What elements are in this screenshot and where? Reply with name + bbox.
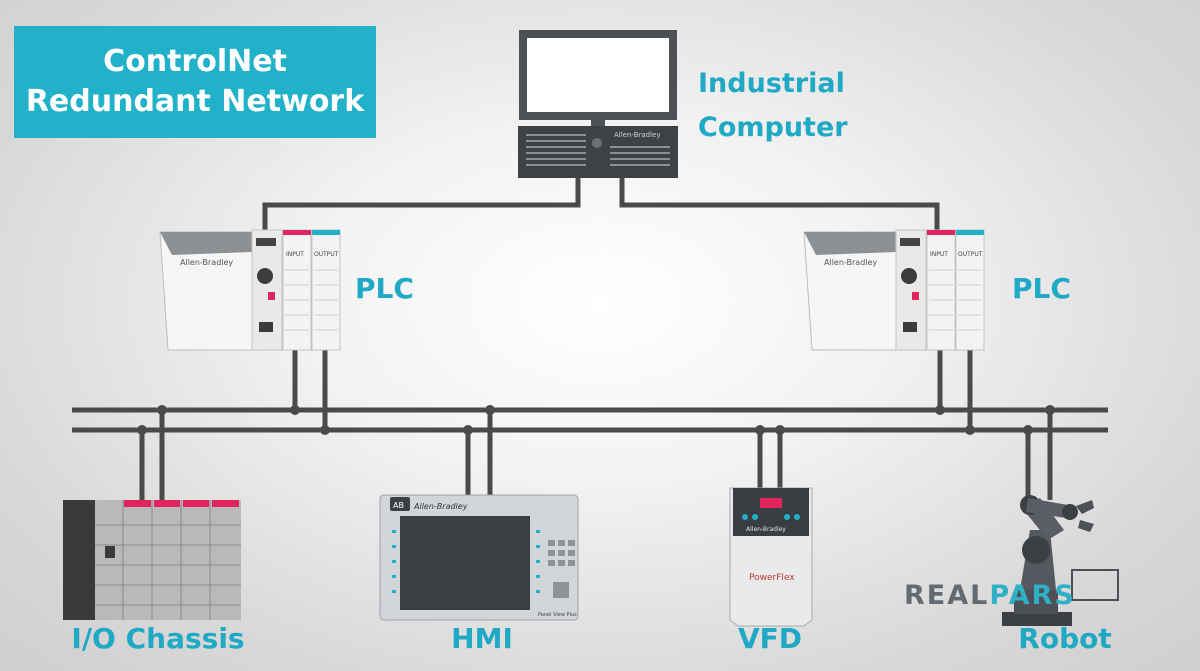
watermark-logo: REALPARS	[904, 580, 1076, 611]
watermark-part-2: PARS	[989, 580, 1076, 611]
junction-dots	[137, 405, 1055, 435]
industrial-computer-label: Industrial Computer	[698, 62, 848, 150]
vfd-brand: Allen-Bradley	[746, 526, 786, 533]
industrial-computer: Allen-Bradley	[518, 30, 678, 178]
plc-right-brand: Allen-Bradley	[824, 258, 877, 267]
plc-left-label: PLC	[355, 272, 414, 305]
vfd-label: VFD	[737, 622, 803, 655]
vfd-drive: Allen-Bradley PowerFlex	[729, 487, 813, 627]
cable-computer-plc-right	[619, 178, 940, 232]
plc-right: Allen-Bradley INPUT OUTPUT	[803, 229, 985, 351]
hmi-model: Panel View Plus	[538, 612, 577, 618]
plc-left-output: OUTPUT	[314, 251, 339, 258]
industrial-computer-label-line-2: Computer	[698, 112, 848, 143]
plc-left: Allen-Bradley INPUT OUTPUT	[159, 229, 341, 351]
hmi-panel: AB Allen-Bradley Panel View Plus	[379, 494, 579, 621]
hmi-logo: AB	[393, 501, 404, 510]
plc-right-input: INPUT	[930, 251, 948, 258]
robot-label: Robot	[1018, 622, 1112, 655]
cable-computer-plc-left	[262, 178, 581, 232]
computer-brand: Allen-Bradley	[614, 131, 661, 139]
io-chassis	[63, 500, 241, 620]
watermark-part-1: REAL	[904, 580, 990, 611]
plc-right-label: PLC	[1012, 272, 1071, 305]
vfd-model: PowerFlex	[749, 573, 795, 583]
plc-left-brand: Allen-Bradley	[180, 258, 233, 267]
hmi-brand: Allen-Bradley	[413, 502, 468, 511]
hmi-label: HMI	[451, 622, 513, 655]
title-line-2: Redundant Network	[25, 84, 365, 119]
plc-left-input: INPUT	[286, 251, 304, 258]
industrial-computer-label-line-1: Industrial	[698, 68, 845, 99]
robot-arm	[1002, 495, 1119, 626]
io-chassis-label: I/O Chassis	[71, 622, 245, 655]
diagram-title: ControlNet Redundant Network	[14, 26, 376, 138]
title-line-1: ControlNet	[103, 44, 287, 79]
plc-right-output: OUTPUT	[958, 251, 983, 258]
